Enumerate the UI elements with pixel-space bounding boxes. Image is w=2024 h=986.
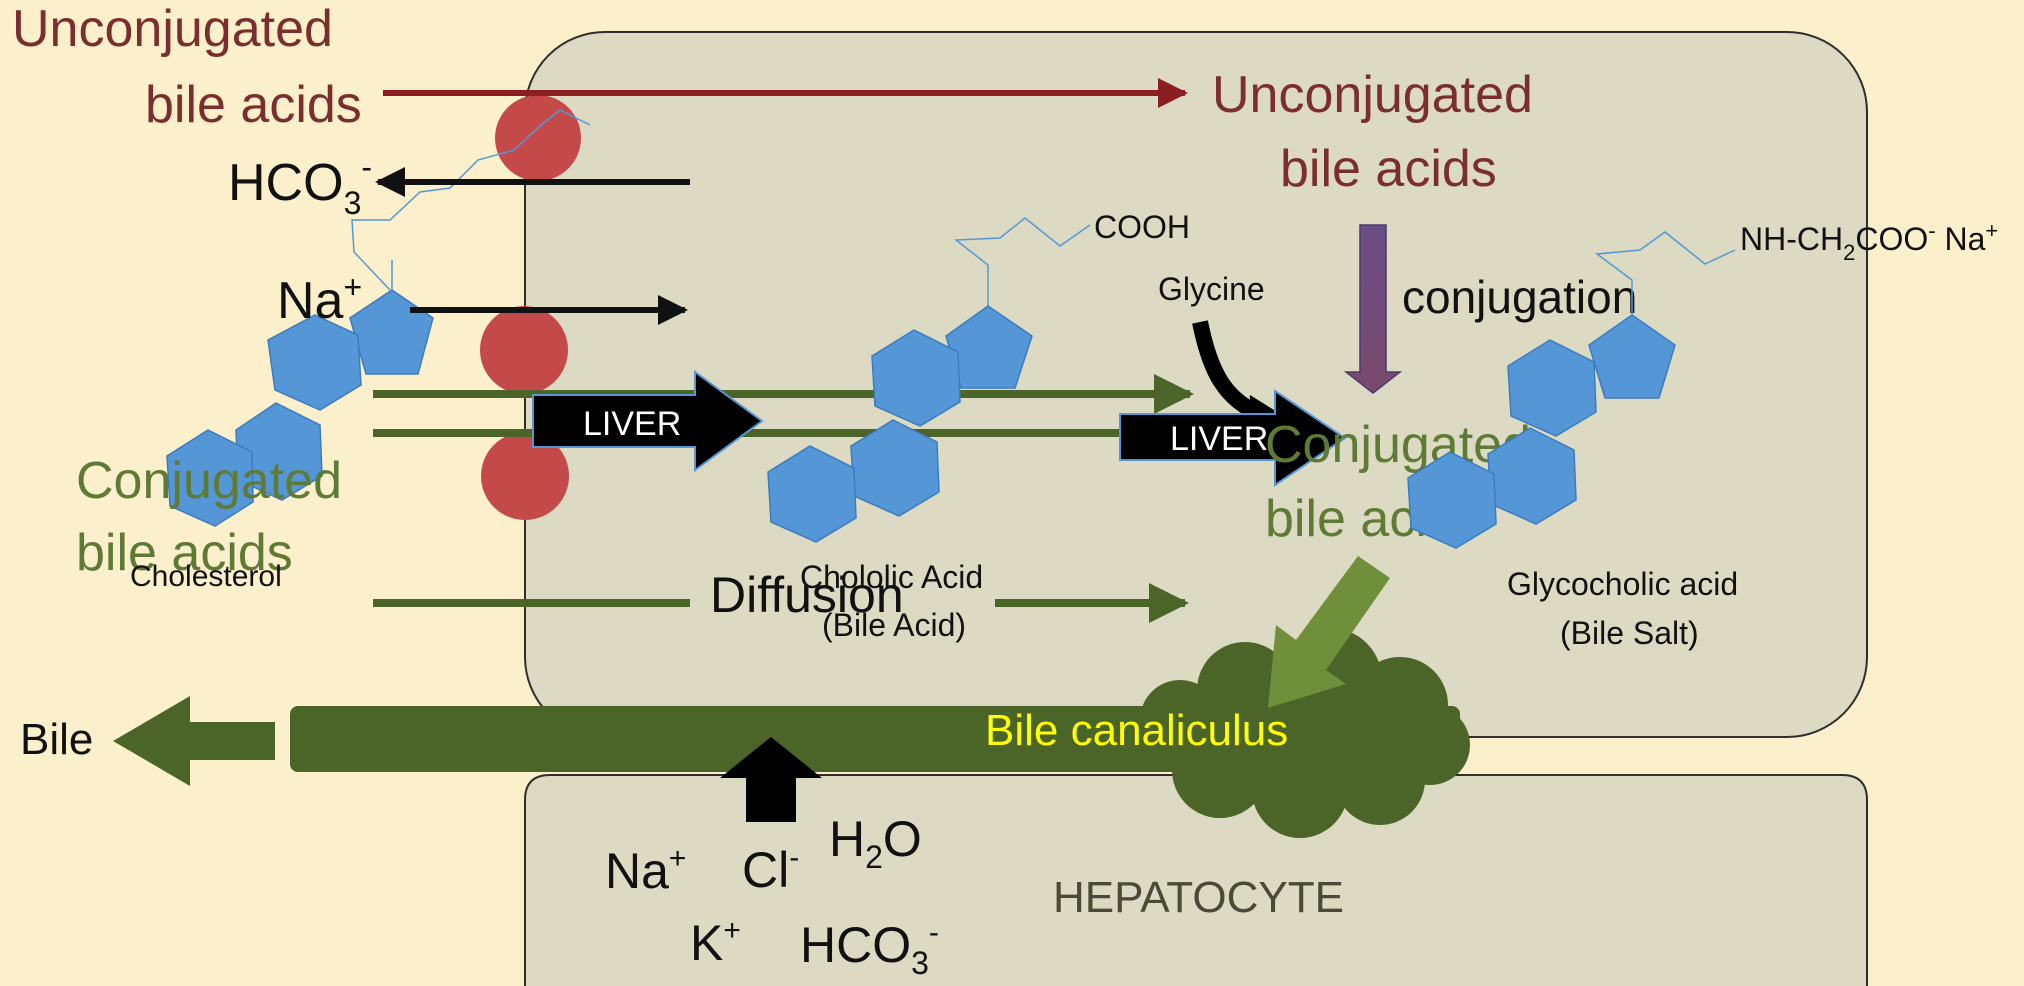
conjugated-left-line2: bile acids: [76, 524, 293, 582]
glycine-label: Glycine: [1158, 271, 1265, 307]
cholic-ring-b: [850, 419, 940, 517]
glyco-ring-c: [1507, 339, 1597, 437]
bicarbonate-left-label: HCO3-: [228, 149, 372, 221]
conjugation-arrow: [1343, 224, 1403, 394]
conjugated-right-line1: Conjugated: [1265, 416, 1531, 474]
bile-canaliculus-label: Bile canaliculus: [985, 706, 1288, 755]
bicarbonate-bottom-label: HCO3-: [800, 916, 939, 981]
liver-arrow-2: [1119, 389, 1347, 487]
conjugation-label: conjugation: [1402, 271, 1637, 323]
cholesterol-ring-d: [349, 289, 434, 375]
electrolyte-secretion-arrow: [720, 737, 822, 822]
cholic-acid-label-line1: Chololic Acid: [800, 559, 983, 595]
glyco-ring-d: [1588, 314, 1676, 399]
water-bottom-label: H2O: [829, 811, 922, 875]
transporter-circle-bottom: [481, 432, 569, 520]
canaliculus-cloud: [1140, 628, 1470, 838]
cholesterol-label: Cholesterol: [130, 560, 282, 593]
unconjugated-right-line2: bile acids: [1280, 140, 1497, 198]
unconjugated-left-line1: Unconjugated: [12, 0, 333, 58]
cholic-ring-c: [871, 329, 961, 427]
transporter-circle-middle: [480, 306, 568, 394]
cholesterol-ring-b: [235, 402, 323, 501]
cholic-ring-a: [767, 445, 857, 543]
chloride-bottom-label: Cl-: [742, 841, 799, 898]
liver-arrow-2-label: LIVER: [1170, 420, 1268, 458]
cholesterol-ring-a: [166, 429, 254, 527]
bile-label: Bile: [20, 715, 93, 764]
hepatocyte-label: HEPATOCYTE: [1053, 873, 1344, 922]
cholic-ring-d: [945, 305, 1033, 389]
cholesterol-ring-c: [267, 314, 362, 411]
bile-outflow-arrow: [113, 696, 275, 786]
sodium-left-label: Na+: [277, 269, 362, 330]
cholesterol-molecule: [166, 109, 591, 527]
glycocholic-acid-molecule: NH-CH2COO- Na+: [1407, 218, 1998, 549]
secretion-arrow: [1268, 556, 1390, 708]
glyco-ring-a: [1407, 451, 1497, 549]
glycocholic-label-line1: Glycocholic acid: [1507, 566, 1738, 602]
unconjugated-right-line1: Unconjugated: [1212, 66, 1533, 124]
diffusion-label: Diffusion: [710, 567, 904, 623]
potassium-bottom-label: K+: [690, 914, 741, 971]
liver-arrow-1: [532, 370, 764, 472]
glycine-conjugate-label: NH-CH2COO- Na+: [1740, 218, 1998, 265]
transporter-circle-top: [495, 95, 581, 181]
conjugated-left-line1: Conjugated: [76, 452, 342, 510]
glycocholic-label-line2: (Bile Salt): [1560, 615, 1699, 651]
unconjugated-left-line2: bile acids: [145, 76, 362, 134]
cholic-acid-molecule: COOH: [767, 209, 1190, 543]
sodium-bottom-label: Na+: [605, 842, 686, 899]
glyco-ring-b: [1487, 427, 1577, 525]
liver-arrow-1-label: LIVER: [583, 405, 681, 443]
cooh-label: COOH: [1094, 209, 1190, 245]
cholic-acid-label-line2: (Bile Acid): [822, 607, 966, 643]
